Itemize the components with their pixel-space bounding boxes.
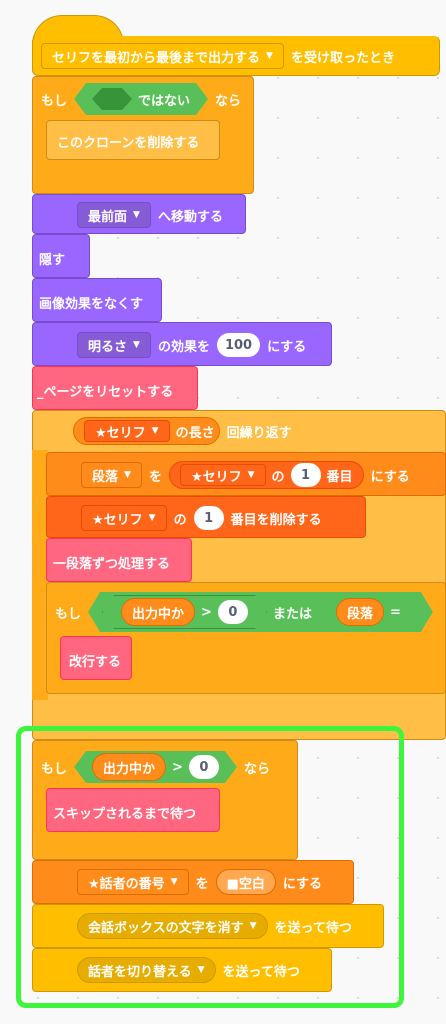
equals-symbol: = (389, 604, 401, 620)
broadcast-suffix-label: を送って待つ (222, 964, 300, 980)
set-suffix-label: にする (370, 469, 410, 485)
set-paragraph-block[interactable]: 段落 ▼ を ★セリフ ▼ の 1 番目 にする (46, 452, 446, 496)
delete-clone-block[interactable]: このクローンを削除する (46, 120, 220, 160)
reset-page-label: _ページをリセットする (37, 385, 174, 400)
goto-layer-suffix: へ移動する (157, 209, 223, 225)
empty-boolean-slot[interactable] (92, 88, 132, 110)
list-dropdown[interactable]: ★セリフ ▼ (179, 464, 266, 486)
message-name: 会話ボックスの文字を消す (88, 920, 244, 936)
layer-name: 最前面 (88, 209, 128, 225)
highlight-frame (16, 726, 404, 1008)
of-label: の (173, 512, 187, 528)
variable-dropdown[interactable]: ★話者の番号 ▼ (77, 869, 189, 895)
if-keyword: もし (41, 93, 68, 109)
item-of-list-reporter[interactable]: ★セリフ ▼ の 1 番目 (168, 461, 364, 489)
variable-name: ★話者の番号 (88, 876, 165, 892)
chevron-down-icon: ▼ (133, 339, 140, 350)
effect-suffix-label: にする (267, 339, 307, 355)
not-operator[interactable]: ではない (74, 83, 208, 115)
newline-block[interactable]: 改行する (60, 636, 132, 680)
newline-label: 改行する (69, 655, 122, 670)
delete-item-block[interactable]: ★セリフ ▼ の 1 番目を削除する (46, 496, 366, 538)
when-receive-hat-block[interactable]: セリフを最初から最後まで出力する ▼ を受け取ったとき (32, 36, 440, 76)
not-label: ではない (138, 93, 191, 109)
chevron-down-icon: ▼ (170, 876, 178, 887)
then-label: なら (215, 93, 242, 109)
chevron-down-icon: ▼ (266, 50, 273, 61)
item-label: 番目 (326, 469, 353, 485)
set-to-label: を (195, 876, 209, 892)
equals-operator[interactable]: 段落 = (318, 596, 419, 628)
compare-value-input[interactable]: 0 (218, 600, 248, 624)
effect-dropdown[interactable]: 明るさ ▼ (77, 332, 151, 358)
broadcast-wait-block-1[interactable]: 会話ボックスの文字を消す ▼ を送って待つ (32, 904, 384, 948)
hide-block[interactable]: 隠す (32, 234, 90, 278)
list-name: ★セリフ (190, 469, 242, 485)
delete-suffix-label: 番目を削除する (230, 512, 322, 528)
chevron-down-icon: ▼ (124, 469, 131, 480)
variable-dropdown[interactable]: 段落 ▼ (81, 462, 142, 488)
clear-effects-label: 画像効果をなくす (39, 297, 144, 312)
list-dropdown[interactable]: ★セリフ ▼ (84, 420, 170, 442)
hat-suffix-label: を受け取ったとき (290, 50, 395, 66)
compare-value-input[interactable]: 0 (189, 755, 219, 779)
greater-than-operator[interactable]: 出力中か > 0 (74, 751, 237, 783)
message-dropdown[interactable]: 話者を切り替える ▼ (77, 957, 216, 983)
speaker-value-input[interactable]: ■空白 (215, 869, 276, 895)
variable-reporter[interactable]: 出力中か (121, 598, 195, 626)
or-label: または (272, 606, 312, 622)
broadcast-suffix-label: を送って待つ (274, 920, 352, 936)
list-reporter-dropdown[interactable]: ★セリフ ▼ の長さ (73, 417, 220, 445)
chevron-down-icon: ▼ (247, 469, 255, 480)
variable-reporter[interactable]: 段落 (336, 598, 384, 626)
broadcast-wait-block-2[interactable]: 話者を切り替える ▼ を送って待つ (32, 948, 332, 992)
set-to-label: を (148, 469, 162, 485)
repeat-inner-top (32, 450, 48, 700)
effect-value-input[interactable]: 100 (216, 333, 261, 357)
process-paragraph-label: 一段落ずつ処理する (53, 557, 171, 572)
wait-skip-label: スキップされるまで待つ (53, 807, 197, 822)
greater-than-operator[interactable]: 出力中か > 0 (102, 595, 267, 629)
set-speaker-block[interactable]: ★話者の番号 ▼ を ■空白 にする (32, 860, 354, 904)
set-suffix-label: にする (282, 876, 323, 892)
set-effect-block[interactable]: 明るさ ▼ の効果を 100 にする (32, 322, 332, 366)
clear-effects-block[interactable]: 画像効果をなくす (32, 278, 162, 322)
wait-skip-block[interactable]: スキップされるまで待つ (46, 788, 220, 832)
list-dropdown[interactable]: ★セリフ ▼ (81, 505, 167, 531)
index-input[interactable]: 1 (290, 463, 321, 487)
message-dropdown[interactable]: 会話ボックスの文字を消す ▼ (77, 913, 268, 939)
variable-name: 段落 (92, 469, 119, 485)
process-paragraph-block[interactable]: 一段落ずつ処理する (46, 538, 192, 582)
effect-mid-label: の効果を (157, 339, 210, 355)
or-operator[interactable]: 出力中か > 0 または 段落 = (88, 592, 433, 632)
reset-page-block[interactable]: _ページをリセットする (32, 366, 198, 410)
list-name: ★セリフ (92, 512, 143, 528)
repeat-suffix-label: 回繰り返す (226, 425, 292, 441)
chevron-down-icon: ▼ (197, 964, 205, 975)
hide-label: 隠す (39, 253, 66, 268)
chevron-down-icon: ▼ (249, 920, 257, 931)
message-dropdown[interactable]: セリフを最初から最後まで出力する ▼ (41, 43, 284, 69)
effect-name: 明るさ (88, 339, 128, 355)
message-name: 話者を切り替える (88, 964, 192, 980)
go-to-layer-block[interactable]: 最前面 ▼ へ移動する (32, 194, 246, 234)
index-input[interactable]: 1 (193, 506, 224, 530)
greater-than-symbol: > (201, 604, 212, 620)
message-name: セリフを最初から最後まで出力する (52, 50, 261, 66)
of-label: の (271, 469, 285, 485)
chevron-down-icon: ▼ (133, 209, 140, 220)
if-keyword: もし (41, 761, 68, 777)
delete-clone-label: このクローンを削除する (57, 136, 200, 151)
chevron-down-icon: ▼ (151, 425, 159, 436)
if-keyword: もし (55, 606, 82, 622)
greater-than-symbol: > (172, 759, 183, 775)
variable-reporter[interactable]: 出力中か (92, 753, 166, 781)
then-label: なら (243, 761, 270, 777)
length-label: の長さ (175, 425, 215, 441)
chevron-down-icon: ▼ (148, 512, 156, 523)
layer-dropdown[interactable]: 最前面 ▼ (77, 202, 151, 228)
list-name: ★セリフ (95, 425, 146, 441)
